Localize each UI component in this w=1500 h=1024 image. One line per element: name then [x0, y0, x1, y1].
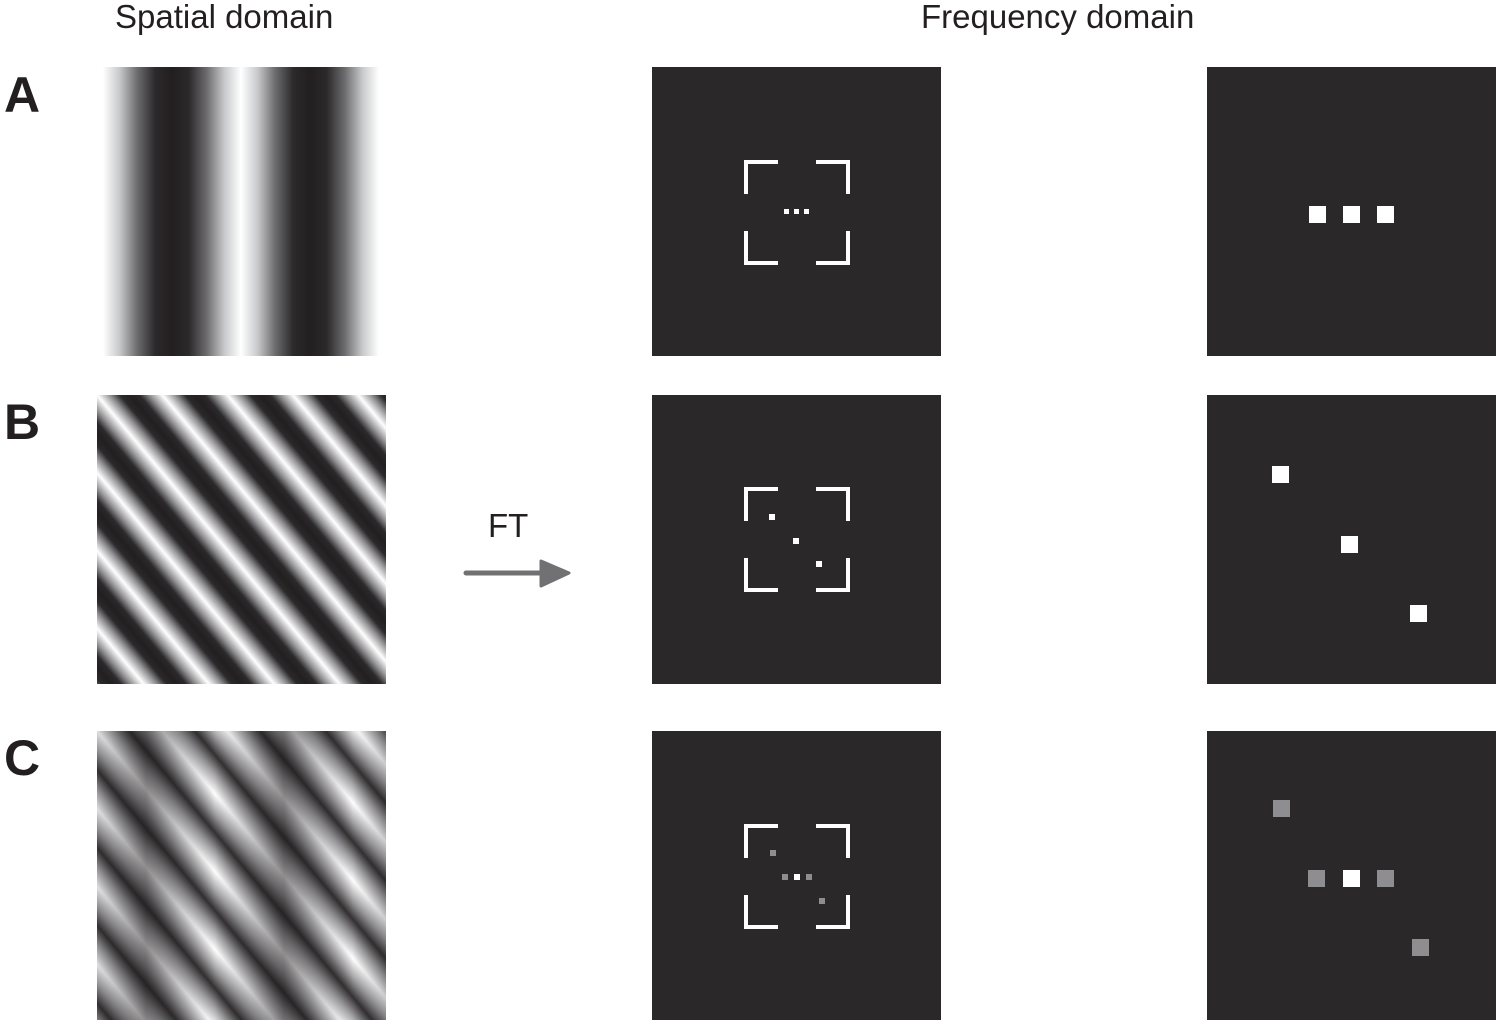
zoom-bracket-box — [744, 487, 850, 592]
frequency-panel-a-zoomed — [1207, 67, 1496, 356]
peak-dot — [793, 538, 799, 544]
bracket-bottom-left — [744, 895, 778, 929]
frequency-panel-a-full — [652, 67, 941, 356]
zoom-bracket-box — [744, 824, 850, 929]
peak-dot-half — [806, 874, 812, 880]
peak-dot-half — [1412, 939, 1429, 956]
bracket-top-left — [744, 487, 778, 521]
peak-dot — [816, 561, 822, 567]
vertical-grating-image — [103, 67, 379, 356]
row-label-a: A — [4, 67, 41, 123]
frequency-panel-c-full — [652, 731, 941, 1020]
frequency-domain-header: Frequency domain — [921, 0, 1195, 35]
plaid-grating-image — [97, 731, 386, 1020]
bracket-bottom-right — [816, 231, 850, 265]
row-label-c: C — [4, 730, 41, 786]
peak-dot-half — [782, 874, 788, 880]
peak-dot — [1272, 466, 1289, 483]
bracket-top-left — [744, 160, 778, 194]
bracket-bottom-right — [816, 895, 850, 929]
arrow-right-icon — [463, 558, 573, 588]
ft-label: FT — [488, 507, 529, 544]
bracket-bottom-left — [744, 558, 778, 592]
spatial-panel-b — [97, 395, 386, 684]
peak-dot — [1341, 536, 1358, 553]
peak-dot-half — [1377, 870, 1394, 887]
zoom-bracket-box — [744, 160, 850, 265]
peak-dot — [1343, 870, 1360, 887]
row-label-b: B — [4, 394, 41, 450]
peak-dot-half — [1273, 800, 1290, 817]
peak-dot — [784, 209, 789, 214]
peak-dot — [1309, 206, 1326, 223]
frequency-panel-c-zoomed — [1207, 731, 1496, 1020]
bracket-top-right — [816, 824, 850, 858]
peak-dot — [1410, 605, 1427, 622]
bracket-top-left — [744, 824, 778, 858]
peak-dot — [769, 514, 775, 520]
peak-dot-half — [770, 850, 776, 856]
spatial-panel-a — [103, 67, 379, 356]
peak-dot — [1343, 206, 1360, 223]
peak-dot — [804, 209, 809, 214]
frequency-panel-b-zoomed — [1207, 395, 1496, 684]
oblique-grating-image — [97, 395, 386, 684]
bracket-top-right — [816, 487, 850, 521]
peak-dot-half — [819, 898, 825, 904]
spatial-panel-c — [97, 731, 386, 1020]
peak-dot-half — [1308, 870, 1325, 887]
peak-dot — [1377, 206, 1394, 223]
peak-dot — [794, 874, 800, 880]
bracket-bottom-left — [744, 231, 778, 265]
frequency-panel-b-full — [652, 395, 941, 684]
bracket-top-right — [816, 160, 850, 194]
peak-dot — [794, 209, 799, 214]
spatial-domain-header: Spatial domain — [115, 0, 334, 35]
bracket-bottom-right — [816, 558, 850, 592]
